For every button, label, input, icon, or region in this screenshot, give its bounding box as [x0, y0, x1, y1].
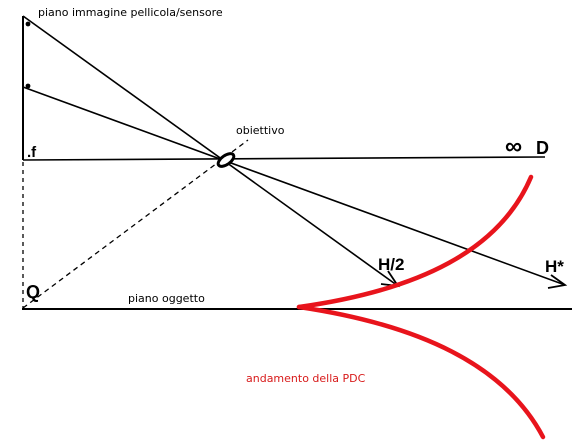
angle-q-label: Q: [26, 282, 40, 302]
optical-axis: [22, 156, 546, 161]
infinity-label: ∞: [505, 133, 522, 160]
ray-to-half-hyperfocal: [22, 15, 399, 287]
ray-to-hyperfocal: [22, 86, 566, 286]
image-point-top: [25, 21, 31, 27]
arrow-head-hyperfocal: [547, 274, 568, 289]
image-point-middle: [25, 83, 31, 89]
dof-curve-upper: [296, 174, 534, 310]
lens-label: obiettivo: [236, 124, 285, 137]
object-plane-label: piano oggetto: [128, 292, 205, 305]
half-hyperfocal-label: H/2: [378, 255, 404, 274]
dof-trend-label: andamento della PDC: [246, 372, 366, 385]
distance-label: D: [536, 138, 549, 158]
dof-curve-lower: [296, 304, 546, 440]
focal-point-label: .f: [27, 144, 37, 161]
image-plane-label: piano immagine pellicola/sensore: [38, 6, 223, 19]
lens-icon: [216, 152, 236, 168]
hyperfocal-label: H*: [545, 257, 564, 276]
dashed-lens-plane: [22, 139, 249, 309]
